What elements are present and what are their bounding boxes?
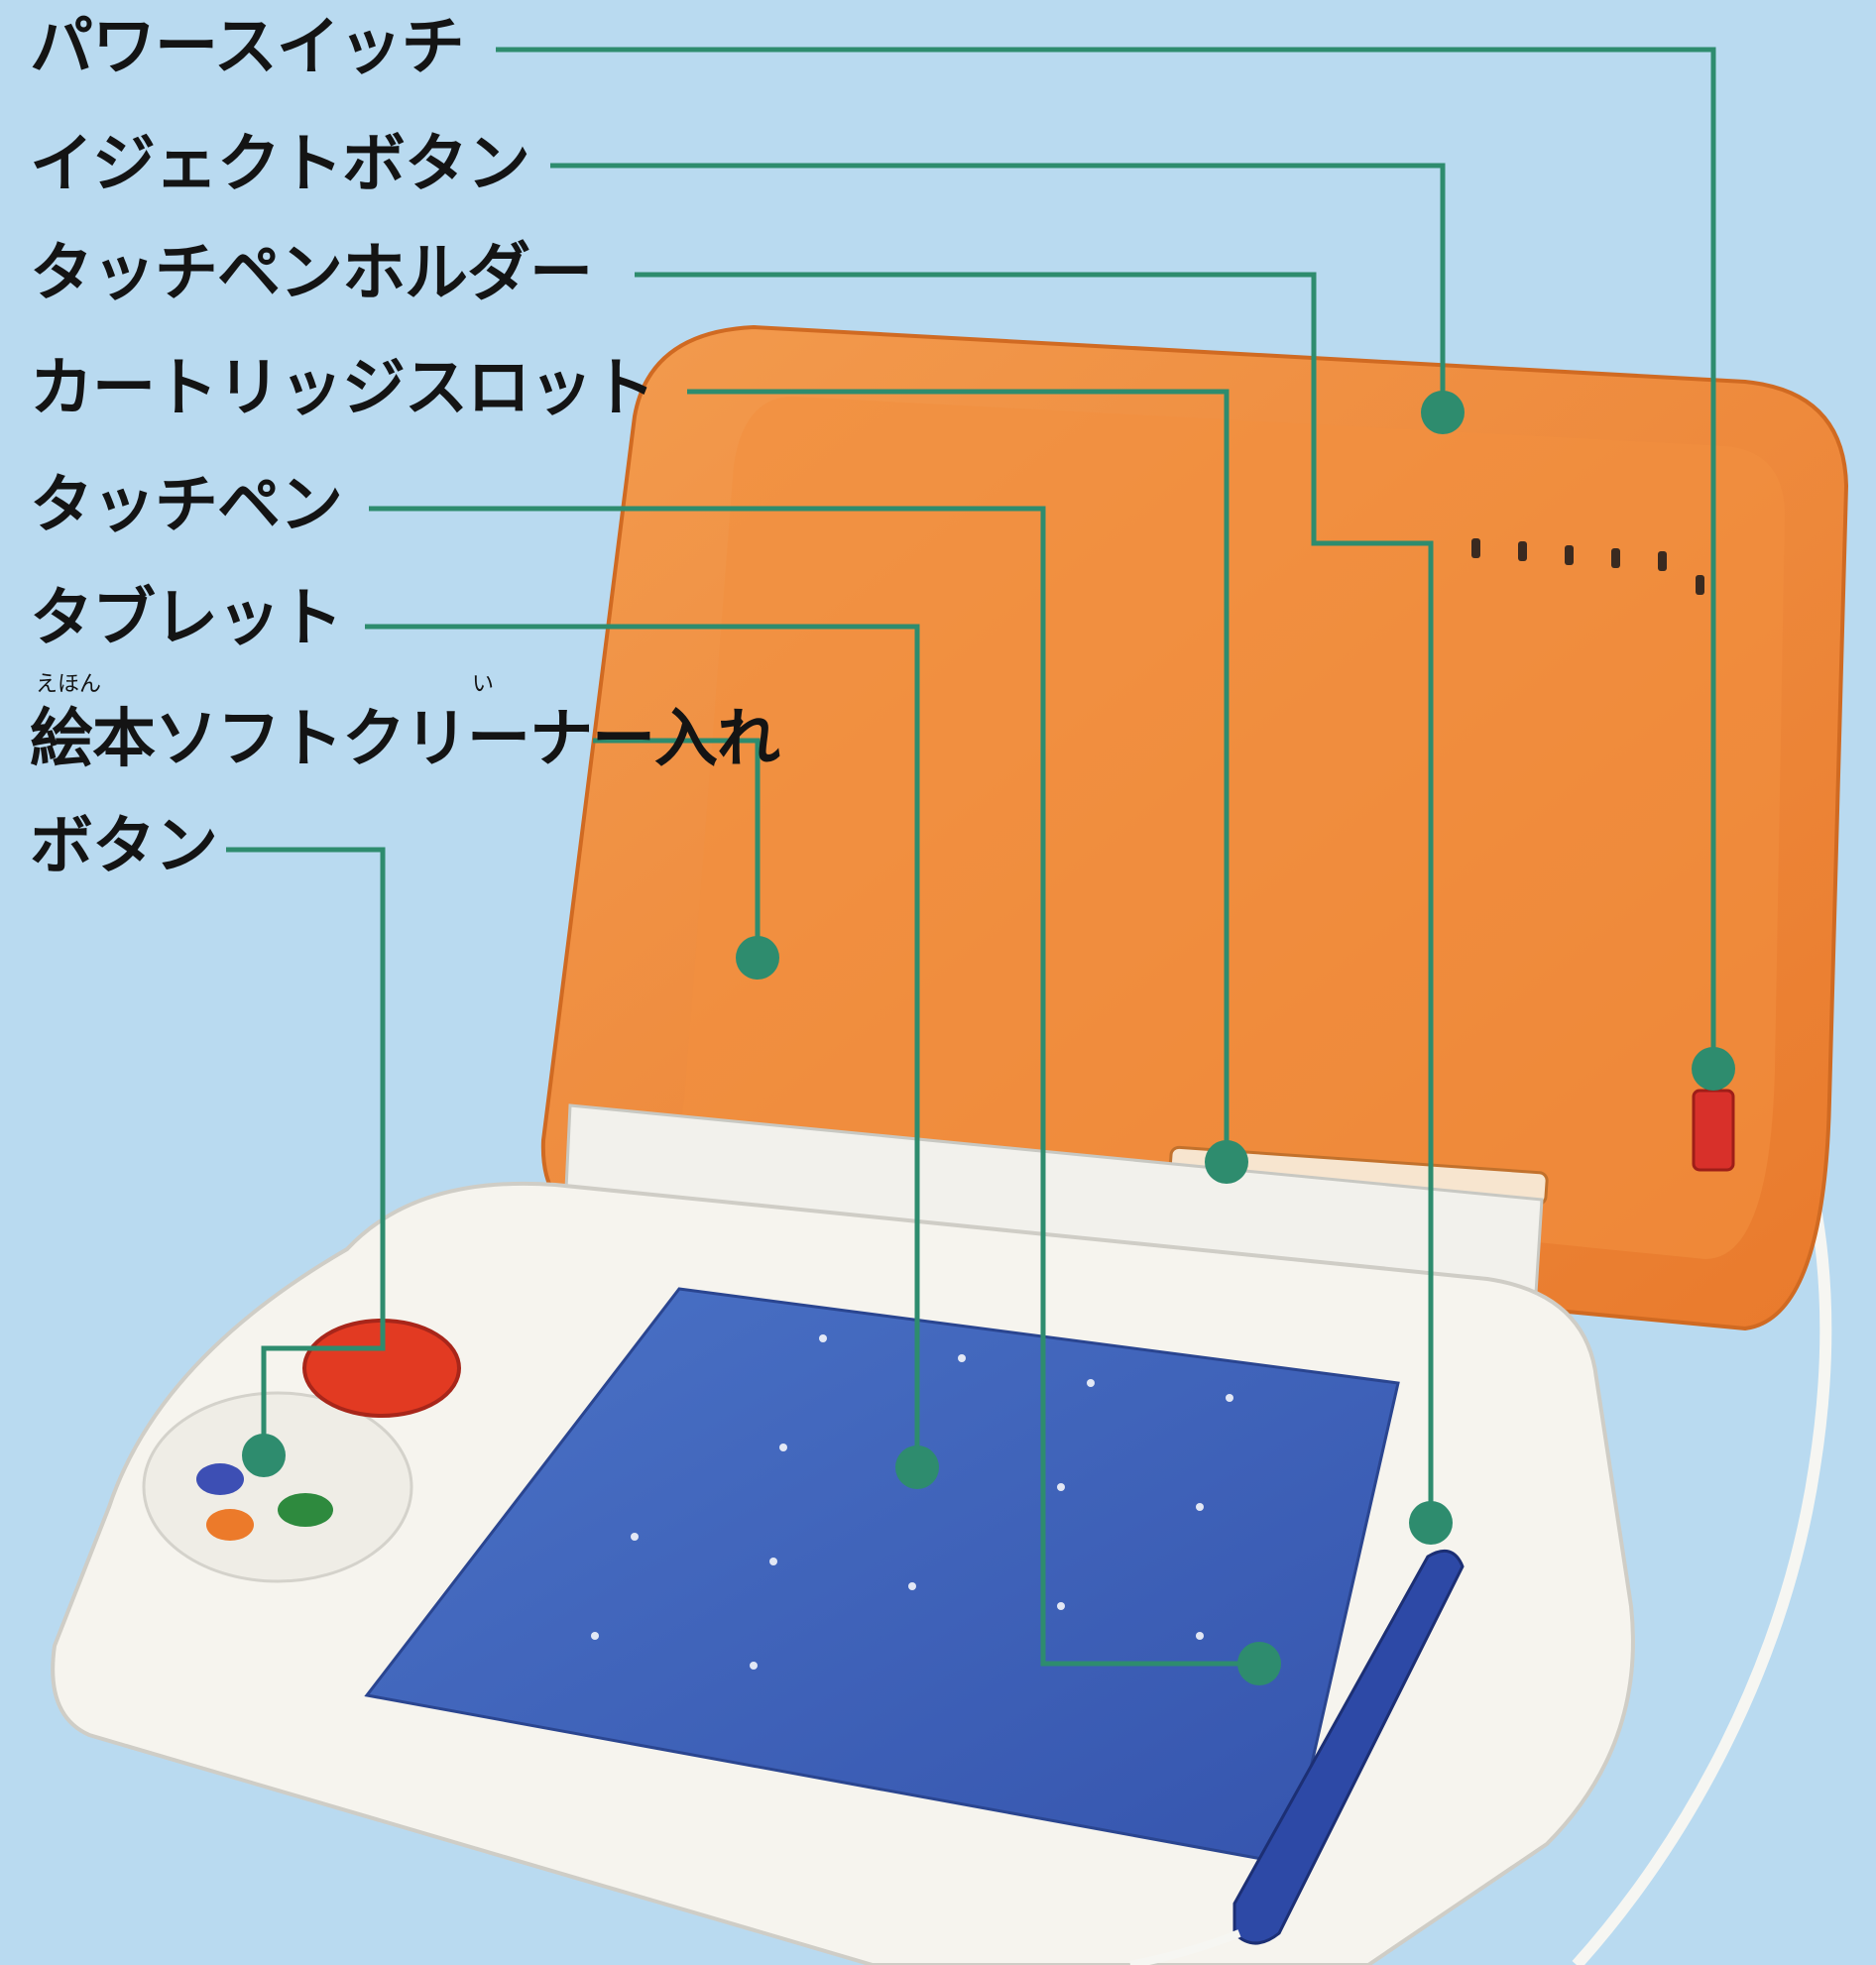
blue-button: [196, 1463, 244, 1495]
orange-button: [206, 1509, 254, 1541]
label-eject-button: イジェクトボタン: [30, 128, 530, 201]
pen-cable: [1129, 1929, 1241, 1965]
leader-picture-book-cleaner-case: [593, 738, 761, 958]
label-touch-pen: タッチペン: [30, 469, 343, 542]
leader-touch-pen: [369, 506, 1259, 1667]
lid-inner-panel: [682, 397, 1785, 1259]
leader-tablet: [365, 624, 920, 1467]
dot-cartridge-slot: [1205, 1140, 1248, 1184]
label-picture-book-cleaner-case: 絵本ソフトクリーナー入れ: [30, 703, 780, 776]
label-tablet: タブレット: [30, 582, 343, 655]
button-pad: [142, 1391, 413, 1583]
furigana-ehon: えほん: [36, 672, 102, 697]
leader-power-switch: [496, 47, 1716, 1069]
label-power-switch: パワースイッチ: [30, 11, 465, 84]
dot-touch-pen-holder: [1409, 1501, 1453, 1545]
power-switch: [1692, 1089, 1735, 1172]
dot-buttons: [242, 1434, 286, 1477]
leader-touch-pen-holder: [635, 272, 1434, 1523]
leader-lines: [226, 47, 1716, 1667]
furigana-i: い: [472, 672, 495, 697]
dot-power-switch: [1692, 1047, 1735, 1091]
dot-touch-pen: [1237, 1642, 1281, 1685]
dot-eject-button: [1421, 391, 1465, 434]
green-button: [278, 1493, 333, 1527]
label-cartridge-slot: カートリッジスロット: [30, 352, 655, 425]
label-touch-pen-holder: タッチペンホルダー: [30, 237, 593, 310]
leader-dots: [242, 391, 1735, 1685]
leader-eject-button: [550, 163, 1446, 412]
leader-cartridge-slot: [687, 389, 1230, 1162]
tablet-dots: [591, 1334, 1233, 1670]
holder-notches: [1471, 538, 1704, 595]
leader-buttons: [226, 847, 386, 1455]
dot-picture-book-cleaner-case: [736, 936, 779, 980]
label-buttons: ボタン: [30, 810, 218, 883]
dot-tablet: [895, 1445, 939, 1489]
